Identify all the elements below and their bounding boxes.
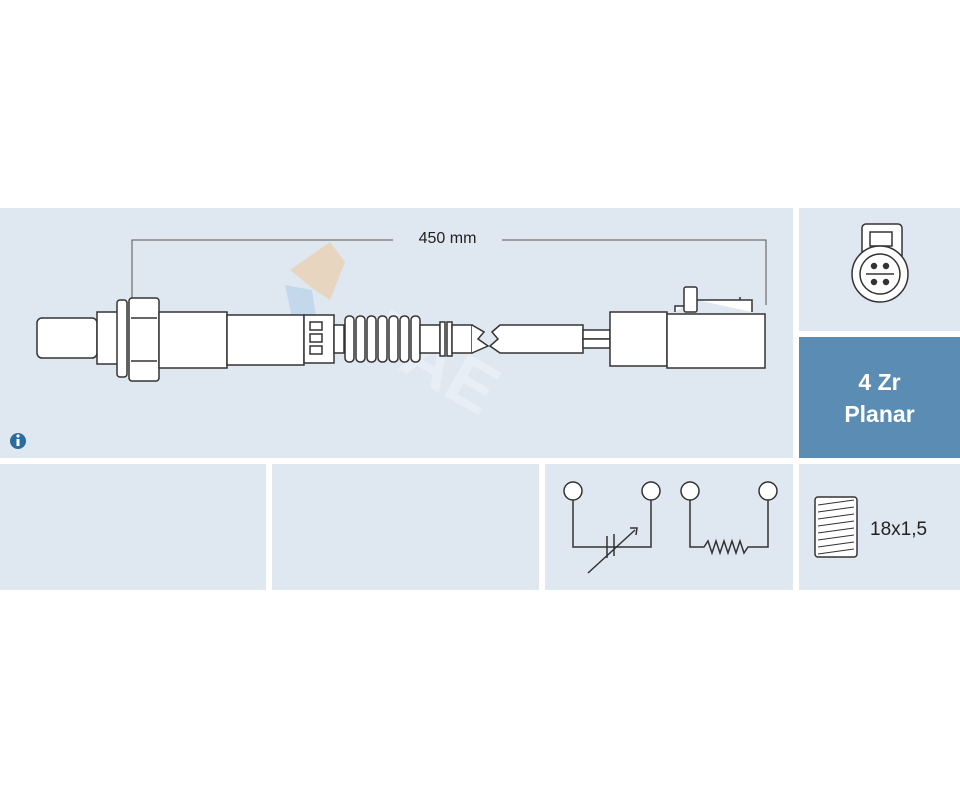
- sensor-bellows: [344, 315, 421, 363]
- thread-icon: [814, 496, 858, 558]
- svg-text:FAE: FAE: [356, 294, 513, 430]
- heater-resistor-symbol: [680, 481, 778, 556]
- info-icon[interactable]: [10, 433, 26, 449]
- wiring-panel: [545, 464, 793, 590]
- sensor-type-box: 4 Zr Planar: [799, 337, 960, 458]
- sensor-type-line1: 4 Zr: [858, 369, 901, 395]
- length-label: 450 mm: [418, 230, 477, 247]
- connector-face-icon: [851, 223, 909, 303]
- sensor-element-symbol: [563, 481, 661, 574]
- dimension-line: [131, 239, 767, 305]
- cable: [488, 324, 584, 354]
- thread-label: 18x1,5: [870, 519, 928, 540]
- sensor-type-line2: Planar: [844, 401, 915, 427]
- sensor-body: [36, 286, 766, 382]
- empty-panel-1: [0, 464, 266, 590]
- empty-panel-2: [272, 464, 539, 590]
